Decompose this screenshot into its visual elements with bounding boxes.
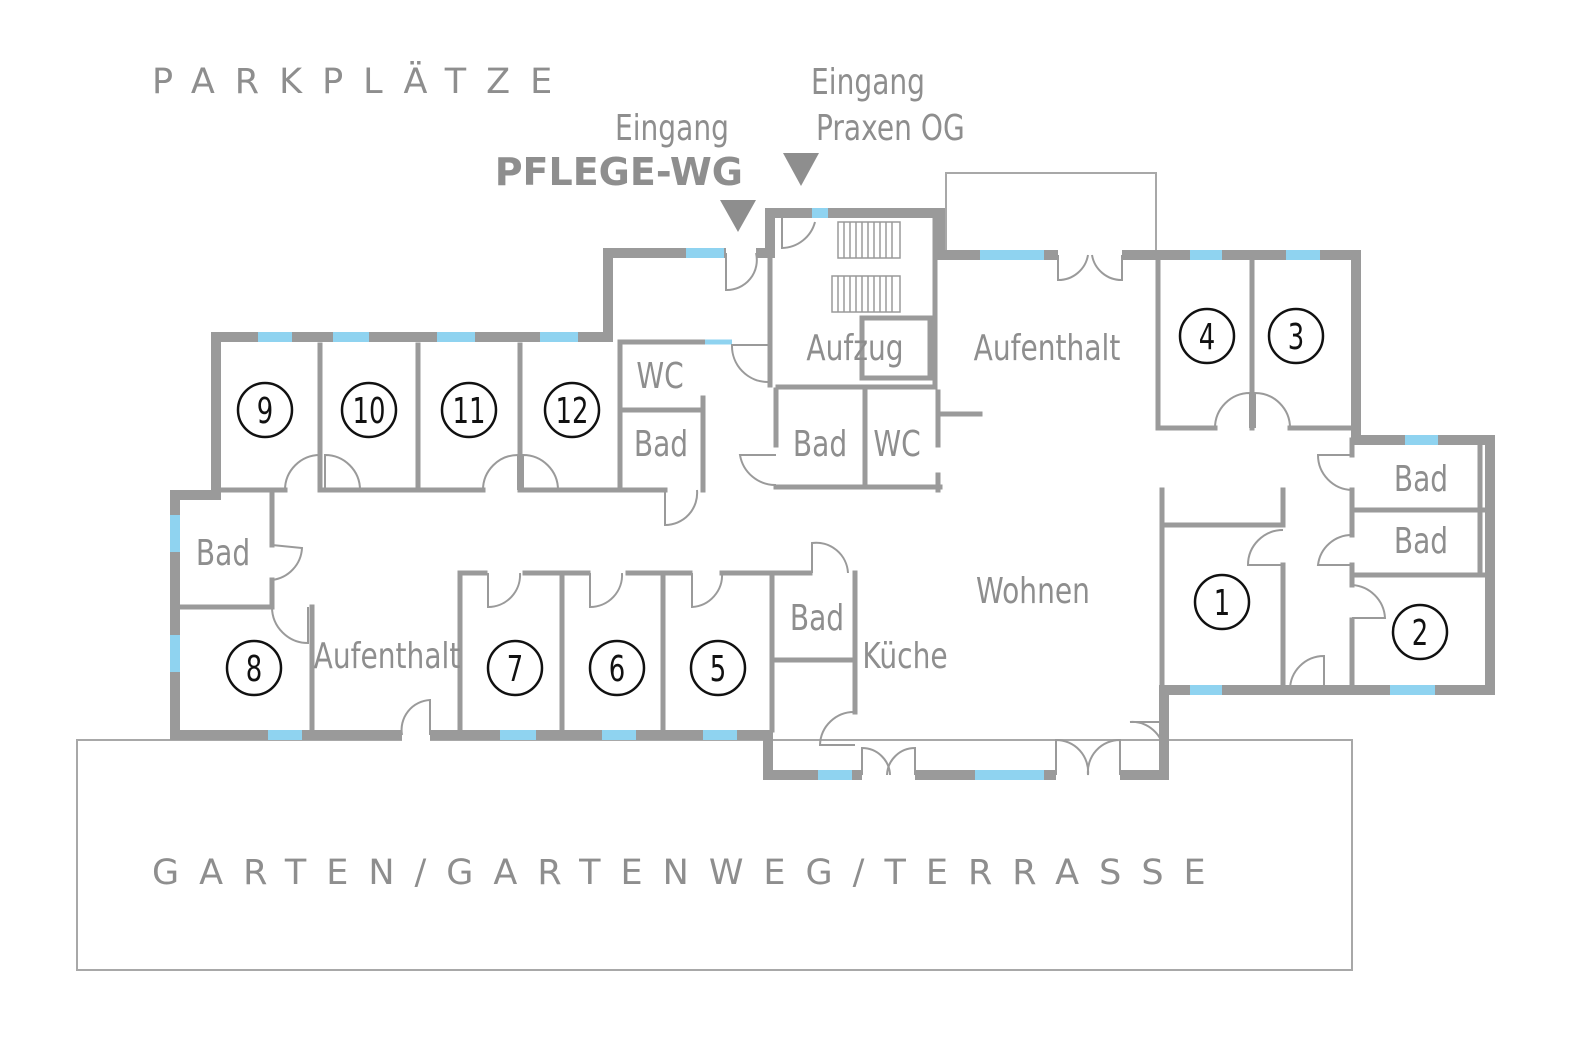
entrance-wg-brand: PFLEGE-WG xyxy=(495,150,743,194)
room-number: 9 xyxy=(257,391,273,432)
room-number: 2 xyxy=(1412,613,1428,654)
aufenthalt-top-label: Aufenthalt xyxy=(974,327,1121,369)
room-marker-4: 4 xyxy=(1178,307,1236,365)
aufenthalt-left-label: Aufenthalt xyxy=(314,635,461,677)
bad-label: Bad xyxy=(1394,520,1448,562)
room-marker-7: 7 xyxy=(486,639,544,697)
bad-label: Bad xyxy=(790,597,844,639)
room-number: 1 xyxy=(1214,583,1230,624)
room-number: 11 xyxy=(453,391,486,432)
bad-label: Bad xyxy=(793,423,847,465)
room-number: 12 xyxy=(556,391,589,432)
bad-label: Bad xyxy=(634,423,688,465)
room-number: 3 xyxy=(1288,317,1304,358)
annex-outline xyxy=(945,172,1157,255)
wohnen-label: Wohnen xyxy=(976,570,1090,612)
wc-label: WC xyxy=(636,355,683,397)
room-marker-5: 5 xyxy=(689,639,747,697)
room-number: 4 xyxy=(1199,317,1215,358)
room-number: 7 xyxy=(507,649,523,690)
kueche-label: Küche xyxy=(862,635,947,677)
room-number: 6 xyxy=(609,649,625,690)
room-marker-1: 1 xyxy=(1193,573,1251,631)
room-marker-10: 10 xyxy=(340,381,398,439)
room-marker-12: 12 xyxy=(543,381,601,439)
aufzug-label: Aufzug xyxy=(806,327,903,369)
room-marker-11: 11 xyxy=(440,381,498,439)
entrance-wg-arrow-icon xyxy=(720,200,756,232)
garden-label: GARTEN/GARTENWEG/TERRASSE xyxy=(152,853,1226,893)
room-marker-2: 2 xyxy=(1391,603,1449,661)
windows xyxy=(170,208,1438,780)
room-marker-8: 8 xyxy=(225,639,283,697)
wc-label: WC xyxy=(873,423,920,465)
bad-label: Bad xyxy=(196,532,250,574)
room-number: 5 xyxy=(710,649,726,690)
room-marker-3: 3 xyxy=(1267,307,1325,365)
bad-label: Bad xyxy=(1394,458,1448,500)
room-number: 10 xyxy=(353,391,386,432)
staircase xyxy=(831,221,901,313)
exterior-walls xyxy=(170,208,1495,780)
parking-label: PARKPLÄTZE xyxy=(152,60,572,102)
room-number: 8 xyxy=(246,649,262,690)
entrance-og-sublabel: Praxen OG xyxy=(816,107,965,149)
interior-walls xyxy=(177,215,1488,733)
room-marker-6: 6 xyxy=(588,639,646,697)
entrance-og-arrow-icon xyxy=(783,153,819,186)
room-marker-9: 9 xyxy=(236,381,294,439)
entrance-og-label: Eingang xyxy=(811,61,925,103)
entrance-wg-label: Eingang xyxy=(615,107,729,149)
door-swings xyxy=(271,213,1387,776)
